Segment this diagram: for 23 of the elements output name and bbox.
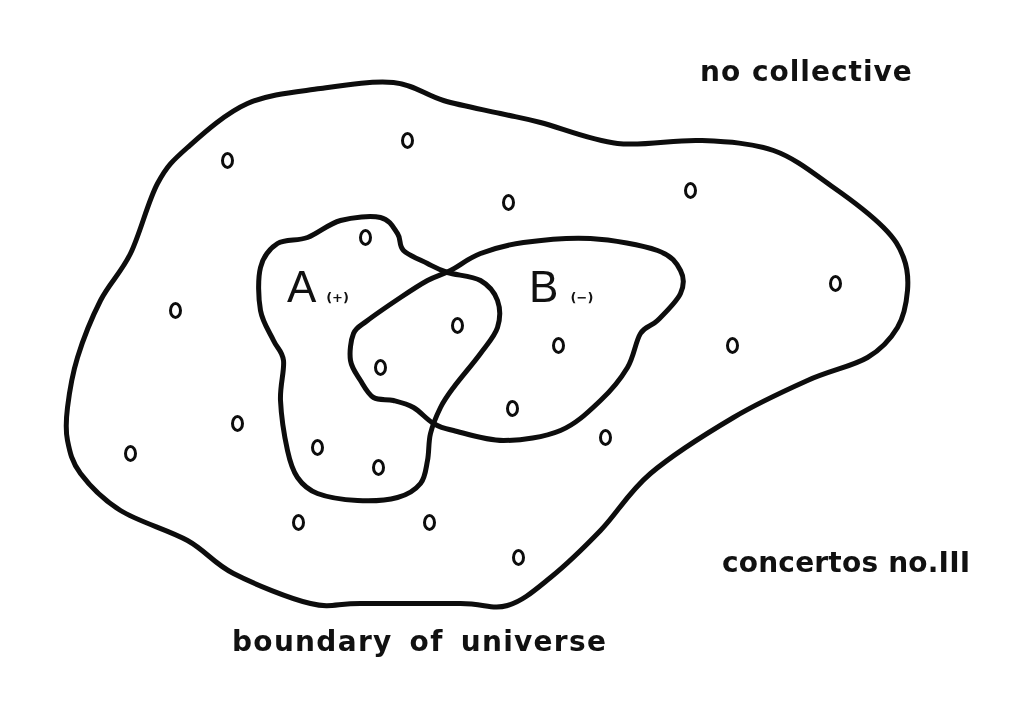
ring-icon	[422, 513, 436, 531]
ring-icon	[371, 458, 385, 476]
ring-icon	[725, 336, 739, 354]
ring-icon	[400, 131, 414, 149]
figure-label: concertos no.III	[722, 549, 971, 577]
ring-icon	[511, 548, 525, 566]
note-text: no collective	[700, 58, 913, 86]
ring-icon	[220, 151, 234, 169]
ring-icon	[505, 399, 519, 417]
ring-icon	[598, 428, 612, 446]
ring-icon	[168, 301, 182, 319]
ring-icon	[123, 444, 137, 462]
ring-icon	[828, 274, 842, 292]
ring-icon	[501, 193, 515, 211]
ring-icon	[230, 414, 244, 432]
ring-icon	[683, 181, 697, 199]
boundary-label: boundary of universe	[232, 628, 608, 656]
ring-icon	[450, 316, 464, 334]
ring-icon	[310, 438, 324, 456]
ring-icon	[291, 513, 305, 531]
ring-icon	[373, 358, 387, 376]
ring-icon	[551, 336, 565, 354]
ring-icon	[358, 228, 372, 246]
